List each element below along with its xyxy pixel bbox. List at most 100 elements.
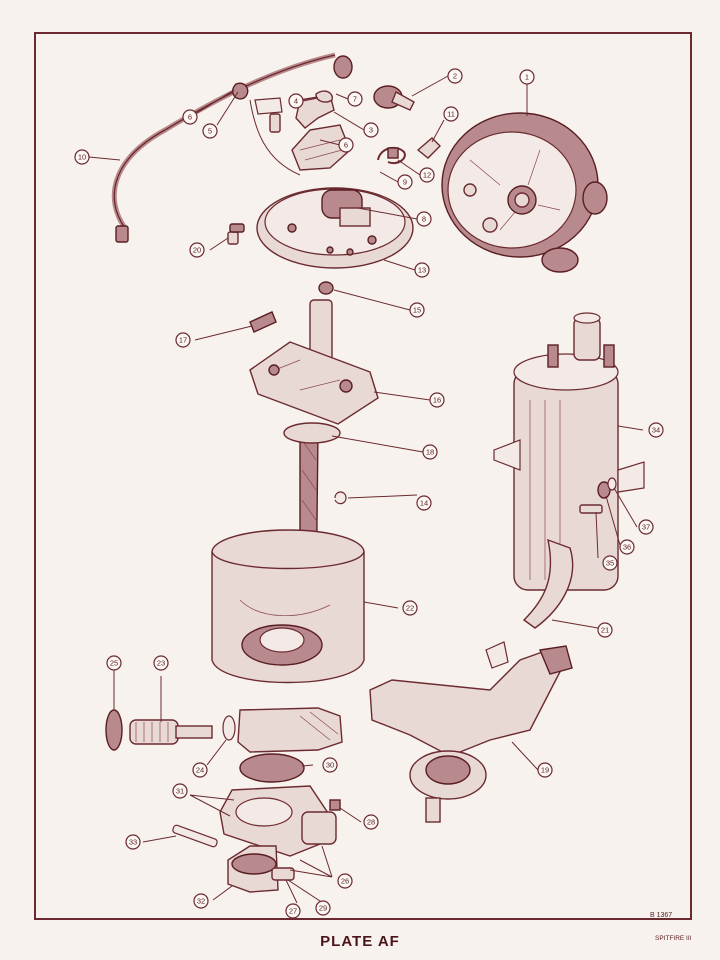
callout-2: 2 [447, 68, 463, 84]
callout-15: 15 [409, 302, 425, 318]
thrust-washer-part [105, 709, 123, 751]
callout-21: 21 [597, 622, 613, 638]
svg-text:16: 16 [433, 396, 441, 405]
drive-housing-part [222, 707, 343, 783]
clamp-assembly-part [172, 785, 341, 893]
svg-text:10: 10 [78, 153, 86, 162]
callout-13: 13 [414, 262, 430, 278]
svg-text:31: 31 [176, 787, 184, 796]
svg-text:24: 24 [196, 766, 204, 775]
contact-breaker-parts [232, 82, 351, 176]
svg-text:37: 37 [642, 523, 650, 532]
svg-text:34: 34 [652, 426, 660, 435]
callout-20: 20 [189, 242, 205, 258]
callout-6b: 6 [338, 137, 354, 153]
svg-text:5: 5 [208, 127, 212, 136]
svg-text:2: 2 [453, 72, 457, 81]
page-frame [34, 32, 692, 920]
vacuum-unit-part [369, 641, 573, 823]
callout-18: 18 [422, 444, 438, 460]
coil-fixing-parts [579, 477, 617, 514]
svg-text:32: 32 [197, 897, 205, 906]
callout-28: 28 [363, 814, 379, 830]
reference-code: B 1367 [650, 912, 673, 919]
svg-text:36: 36 [623, 543, 631, 552]
svg-text:8: 8 [422, 215, 426, 224]
callout-25: 25 [106, 655, 122, 671]
svg-text:14: 14 [420, 499, 428, 508]
callout-10: 10 [74, 149, 90, 165]
callout-8: 8 [416, 211, 432, 227]
callout-24: 24 [192, 762, 208, 778]
callout-36: 36 [619, 539, 635, 555]
svg-text:35: 35 [606, 559, 614, 568]
callout-11: 11 [443, 106, 459, 122]
clip-part [334, 491, 347, 505]
model-tag: SPITFIRE III [655, 935, 692, 942]
callout-34: 34 [648, 422, 664, 438]
svg-text:4: 4 [294, 97, 298, 106]
svg-text:33: 33 [129, 838, 137, 847]
callout-22: 22 [402, 600, 418, 616]
callout-3: 3 [363, 122, 379, 138]
distributor-body-part [211, 529, 365, 684]
svg-text:30: 30 [326, 761, 334, 770]
callout-37: 37 [638, 519, 654, 535]
svg-text:6: 6 [188, 113, 192, 122]
callout-6a: 6 [182, 109, 198, 125]
callout-27: 27 [285, 903, 301, 919]
leader-lines [88, 75, 644, 904]
callout-35: 35 [602, 555, 618, 571]
callout-17: 17 [175, 332, 191, 348]
svg-text:28: 28 [367, 818, 375, 827]
callout-9: 9 [397, 174, 413, 190]
base-plate-part [256, 187, 414, 269]
svg-text:27: 27 [289, 907, 297, 916]
callout-16: 16 [429, 392, 445, 408]
svg-text:25: 25 [110, 659, 118, 668]
callout-30: 30 [322, 757, 338, 773]
plate-title: PLATE AF [320, 933, 400, 950]
svg-text:19: 19 [541, 766, 549, 775]
svg-text:1: 1 [525, 73, 529, 82]
svg-text:6: 6 [344, 141, 348, 150]
svg-text:23: 23 [157, 659, 165, 668]
distributor-cap-part [441, 112, 608, 273]
rotor-arm-part [373, 85, 415, 111]
svg-text:9: 9 [403, 178, 407, 187]
callout-4: 4 [288, 93, 304, 109]
svg-text:29: 29 [319, 904, 327, 913]
svg-text:7: 7 [353, 95, 357, 104]
strap-part [522, 538, 574, 629]
svg-text:3: 3 [369, 126, 373, 135]
screw-part [227, 223, 245, 245]
svg-text:15: 15 [413, 306, 421, 315]
callout-19: 19 [537, 762, 553, 778]
svg-text:21: 21 [601, 626, 609, 635]
callout-23: 23 [153, 655, 169, 671]
svg-text:11: 11 [447, 110, 455, 119]
felt-pad-part [318, 281, 334, 295]
callout-1: 1 [519, 69, 535, 85]
svg-text:22: 22 [406, 604, 414, 613]
callout-29: 29 [315, 900, 331, 916]
callout-26: 26 [337, 873, 353, 889]
svg-text:20: 20 [193, 246, 201, 255]
callout-5: 5 [202, 123, 218, 139]
svg-text:17: 17 [179, 336, 187, 345]
drive-gear-part [129, 719, 213, 745]
svg-text:18: 18 [426, 448, 434, 457]
svg-text:12: 12 [423, 171, 431, 180]
ignition-coil-part [493, 312, 645, 591]
callout-7: 7 [347, 91, 363, 107]
ht-lead-part [111, 52, 353, 243]
callout-14: 14 [416, 495, 432, 511]
callout-31: 31 [172, 783, 188, 799]
callout-32: 32 [193, 893, 209, 909]
callout-12: 12 [419, 167, 435, 183]
svg-text:13: 13 [418, 266, 426, 275]
terminal-parts [377, 137, 441, 164]
callout-33: 33 [125, 834, 141, 850]
svg-text:26: 26 [341, 877, 349, 886]
